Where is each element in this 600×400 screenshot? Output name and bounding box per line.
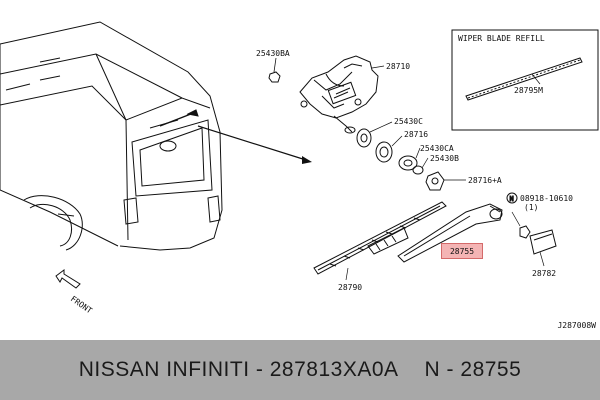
- footer-brand: NISSAN INFINITI: [78, 358, 250, 381]
- diagram-code: J287008W: [557, 321, 596, 330]
- footer-part-number: 28755: [460, 358, 522, 381]
- inset-title: WIPER BLADE REFILL: [458, 34, 545, 43]
- nut-25430BA: [268, 57, 281, 83]
- footer-sep-1: -: [255, 358, 264, 381]
- callout-28790: 28790: [338, 283, 362, 292]
- pointer-arrow: [197, 125, 312, 164]
- callout-28782: 28782: [532, 269, 556, 278]
- wiper-blade-28790: [313, 201, 447, 275]
- callout-25430BA: 25430BA: [256, 49, 290, 58]
- callout-28795M: 28795M: [514, 86, 543, 95]
- callout-25430C: 25430C: [394, 117, 423, 126]
- leader-lines: [345, 65, 545, 281]
- highlighted-part-28755: 28755: [441, 243, 483, 259]
- part-info-footer: NISSAN INFINITI - 287813XA0A N - 28755: [0, 340, 600, 400]
- wiper-arm-28755: N: [397, 192, 557, 263]
- callout-28710: 28710: [386, 62, 410, 71]
- callout-28716: 28716: [404, 130, 428, 139]
- callout-08918: 08918-10610: [520, 194, 573, 203]
- callout-08918-qty: (1): [524, 203, 538, 212]
- footer-oem-number: 287813XA0A: [269, 358, 399, 381]
- front-direction-indicator: FRONT: [55, 269, 94, 316]
- wiper-motor-assembly: [299, 55, 379, 134]
- front-label: FRONT: [69, 294, 94, 315]
- seal-stack: [356, 128, 445, 191]
- callout-28716A: 28716+A: [468, 176, 502, 185]
- callout-25430CA: 25430CA: [420, 144, 454, 153]
- footer-prefix: N: [424, 358, 441, 381]
- exploded-parts-diagram: N WIPER BLADE REFILL 28795M 25430BA 2871…: [0, 21, 599, 316]
- footer-sep-2: -: [446, 358, 455, 381]
- callout-25430B: 25430B: [430, 154, 459, 163]
- inset-wiper-blade-refill: [451, 29, 599, 131]
- svg-text:N: N: [510, 195, 514, 203]
- van-illustration: [0, 21, 223, 251]
